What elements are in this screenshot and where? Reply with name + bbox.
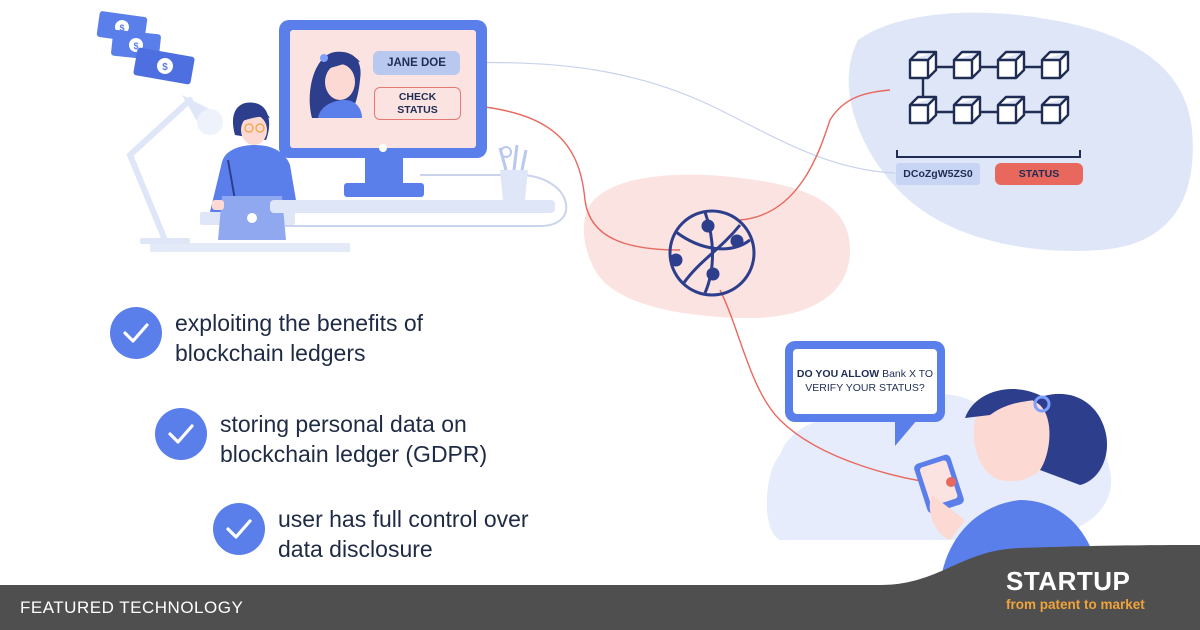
connector-laptop-desk [285, 174, 568, 227]
network-globe-icon [668, 209, 756, 297]
consent-bubble-tail [895, 420, 917, 446]
blockchain-bracket [896, 150, 1081, 158]
featured-technology-label: FEATURED TECHNOLOGY [20, 598, 244, 617]
benefit-text: storing personal data on blockchain ledg… [220, 411, 488, 467]
svg-text:$: $ [133, 41, 138, 51]
blockchain-status-badge: STATUS [995, 163, 1083, 185]
benefit-item-2: storing personal data on blockchain ledg… [155, 408, 530, 469]
benefit-text: user has full control over data disclosu… [278, 506, 529, 562]
checkmark-icon [155, 408, 207, 460]
connector-monitor-blockchain [459, 61, 896, 174]
blockchain-cloud-blob [848, 12, 1193, 251]
footer-wave [880, 545, 1200, 630]
dollar-bills-icon: $ $ $ [96, 11, 195, 85]
benefit-item-3: user has full control over data disclosu… [213, 503, 568, 564]
checkmark-icon [110, 307, 162, 359]
startup-logo[interactable]: STARTUP [1006, 566, 1131, 596]
consent-prompt-bold: DO YOU ALLOW [796, 368, 880, 381]
user-name-label: JANE DOE [373, 51, 460, 75]
consent-prompt: DO YOU ALLOW Bank X TO VERIFY YOUR STATU… [793, 349, 937, 414]
desk-shadow [150, 243, 350, 252]
connector-network-blockchain [739, 89, 891, 221]
check-status-button[interactable]: CHECK STATUS [374, 87, 461, 120]
connector-network-phone [719, 289, 951, 486]
svg-text:$: $ [162, 62, 168, 73]
desk-worker-illustration [200, 102, 555, 240]
connector-check-network [460, 104, 681, 251]
checkmark-icon [213, 503, 265, 555]
pencil-cup-icon [498, 144, 528, 200]
benefit-text: exploiting the benefits of blockchain le… [175, 310, 424, 366]
benefit-item-1: exploiting the benefits of blockchain le… [110, 307, 475, 368]
desk-lamp-icon [126, 95, 223, 244]
avatar-jane-doe [309, 51, 362, 118]
blockchain-blocks-icon [908, 50, 1070, 125]
network-blob [583, 174, 850, 319]
block-hash-id: DCoZgW5ZS0 [896, 163, 980, 185]
consent-prompt-rest: Bank X TO VERIFY YOUR STATUS? [805, 368, 934, 394]
svg-text:$: $ [119, 23, 124, 33]
startup-tagline: from patent to market [1006, 597, 1145, 612]
